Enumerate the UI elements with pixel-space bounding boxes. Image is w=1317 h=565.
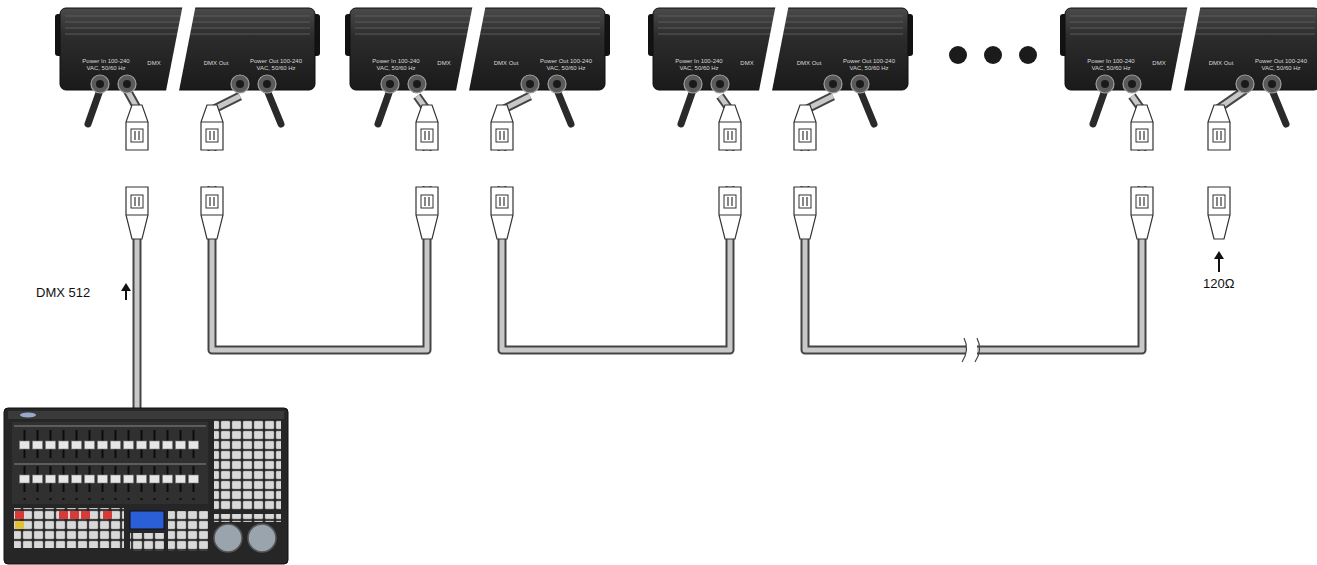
panel-label: DMX Out (201, 60, 231, 67)
xlr-socket (413, 80, 421, 88)
xlr-socket (231, 75, 249, 93)
xlr-socket (689, 80, 697, 88)
panel-label: DMX (1146, 60, 1172, 67)
panel-label: DMX (141, 60, 167, 67)
xlr-socket (716, 80, 724, 88)
xlr-socket (1128, 80, 1136, 88)
led-fixture: Power In 100-240 VAC, 50/60 Hz DMX DMX Out… (345, 4, 610, 96)
panel-label: Power Out 100-240 VAC, 50/60 Hz (1252, 58, 1310, 72)
xlr-socket (548, 75, 566, 93)
xlr-socket (553, 80, 561, 88)
cable-break (962, 338, 980, 362)
xlr-socket (1268, 80, 1276, 88)
xlr-socket (521, 75, 539, 93)
fixture-housing (648, 4, 913, 96)
xlr-socket (856, 80, 864, 88)
xlr-socket (236, 80, 244, 88)
led-fixture: Power In 100-240 VAC, 50/60 Hz DMX DMX Out… (648, 4, 913, 96)
panel-label: DMX Out (491, 60, 521, 67)
cut-mark (165, 4, 196, 96)
xlr-socket (118, 75, 136, 93)
panel-label: Power Out 100-240 VAC, 50/60 Hz (840, 58, 898, 72)
xlr-socket (96, 80, 104, 88)
led-fixture: Power In 100-240 VAC, 50/60 Hz DMX DMX Out… (1060, 4, 1317, 96)
xlr-plug (126, 105, 1230, 239)
panel-label: DMX Out (794, 60, 824, 67)
panel-label: Power In 100-240 VAC, 50/60 Hz (77, 58, 135, 72)
xlr-socket (381, 75, 399, 93)
xlr-socket (386, 80, 394, 88)
cable-core (805, 96, 1142, 350)
cable-core (212, 96, 427, 350)
cable-core (502, 96, 730, 350)
dmx-controller (4, 408, 288, 564)
xlr-socket (91, 75, 109, 93)
xlr-socket (1263, 75, 1281, 93)
cut-mark (455, 4, 486, 96)
cut-mark (1170, 4, 1201, 96)
xlr-socket (1096, 75, 1114, 93)
fixture-housing (1060, 4, 1317, 96)
fixture-housing (55, 4, 320, 96)
xlr-socket (258, 75, 276, 93)
xlr-socket (829, 80, 837, 88)
xlr-socket (526, 80, 534, 88)
signal-arrow (121, 251, 1224, 300)
panel-label: DMX (734, 60, 760, 67)
dmx-cable (502, 96, 730, 350)
dmx-cable (805, 96, 1142, 350)
ellipsis-dots (949, 46, 1037, 64)
xlr-socket (1236, 75, 1254, 93)
power-cables (88, 90, 1286, 124)
panel-label: Power In 100-240 VAC, 50/60 Hz (670, 58, 728, 72)
connector-gap (129, 151, 1227, 186)
fixture-housing (345, 4, 610, 96)
xlr-socket (684, 75, 702, 93)
cut-mark (758, 4, 789, 96)
xlr-socket (851, 75, 869, 93)
dmx-cable (127, 90, 1245, 412)
dmx-cable (805, 96, 1142, 350)
xlr-socket (1101, 80, 1109, 88)
panel-label: DMX (431, 60, 457, 67)
dmx-cable (502, 96, 730, 350)
panel-label: Power In 100-240 VAC, 50/60 Hz (367, 58, 425, 72)
xlr-socket (263, 80, 271, 88)
dmx-cable (212, 96, 427, 350)
dmx-cable (212, 96, 427, 350)
panel-label: Power Out 100-240 VAC, 50/60 Hz (247, 58, 305, 72)
xlr-socket (824, 75, 842, 93)
signal-label: DMX 512 (36, 285, 90, 300)
xlr-socket (408, 75, 426, 93)
xlr-socket (123, 80, 131, 88)
xlr-socket (1241, 80, 1249, 88)
xlr-socket (711, 75, 729, 93)
panel-label: Power In 100-240 VAC, 50/60 Hz (1082, 58, 1140, 72)
panel-label: Power Out 100-240 VAC, 50/60 Hz (537, 58, 595, 72)
terminator-label: 120Ω (1203, 276, 1234, 291)
led-fixture: Power In 100-240 VAC, 50/60 Hz DMX DMX Out… (55, 4, 320, 96)
xlr-socket (1123, 75, 1141, 93)
panel-label: DMX Out (1206, 60, 1236, 67)
